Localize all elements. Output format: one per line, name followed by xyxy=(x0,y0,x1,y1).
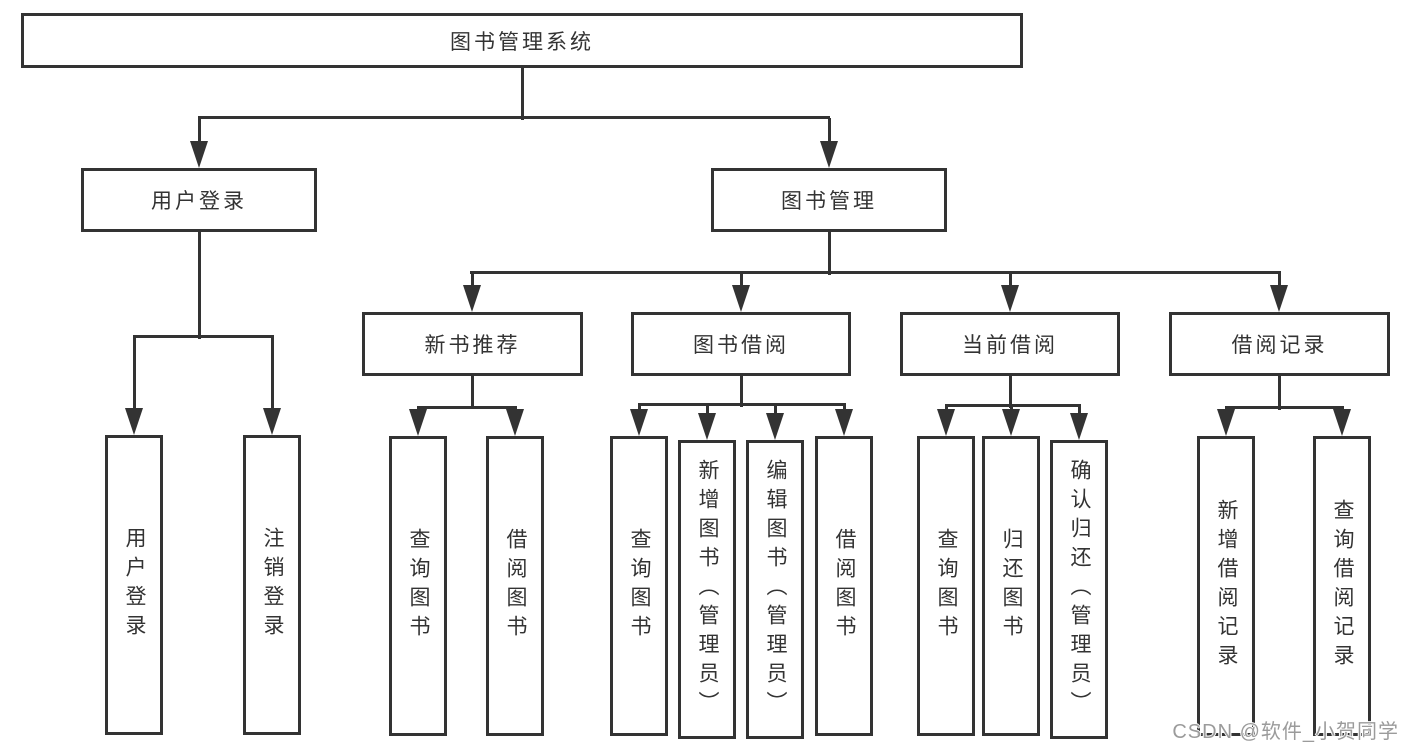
connector-arrow-shaft xyxy=(271,337,274,413)
node-leaf-return-books: 归还图书 xyxy=(982,436,1040,736)
arrowhead-down-icon xyxy=(506,409,524,436)
node-book-management: 图书管理 xyxy=(711,168,947,232)
node-leaf-user-login: 用户登录 xyxy=(105,435,163,735)
node-label-user-login: 用户登录 xyxy=(151,190,247,213)
arrowhead-down-icon xyxy=(1217,409,1235,436)
node-leaf-query-books-3: 查询图书 xyxy=(917,436,975,736)
connector-vline xyxy=(1009,376,1012,408)
node-leaf-add-book-admin: 新增图书（管理员） xyxy=(678,440,736,739)
arrowhead-down-icon xyxy=(1001,285,1019,312)
node-current-borrowing: 当前借阅 xyxy=(900,312,1120,376)
node-leaf-query-books-1: 查询图书 xyxy=(389,436,447,736)
node-new-book-recommendation: 新书推荐 xyxy=(362,312,583,376)
connector-arrow-shaft xyxy=(198,118,201,146)
node-label-leaf-logout: 注销登录 xyxy=(261,527,284,643)
connector-vline xyxy=(1278,376,1281,410)
arrowhead-down-icon xyxy=(409,409,427,436)
arrowhead-down-icon xyxy=(463,285,481,312)
connector-arrow-shaft xyxy=(774,405,777,418)
arrowhead-down-icon xyxy=(732,285,750,312)
watermark-text: CSDN @软件_小贺同学 xyxy=(1172,721,1399,743)
connector-hline xyxy=(417,406,517,409)
node-label-leaf-query-books-1: 查询图书 xyxy=(407,528,430,644)
arrowhead-down-icon xyxy=(698,413,716,440)
arrowhead-down-icon xyxy=(820,141,838,168)
node-leaf-edit-book-admin: 编辑图书（管理员） xyxy=(746,440,804,739)
arrowhead-down-icon xyxy=(835,409,853,436)
node-label-leaf-user-login: 用户登录 xyxy=(123,527,146,643)
node-label-leaf-return-books: 归还图书 xyxy=(1000,528,1023,644)
node-leaf-confirm-return-admin: 确认归还（管理员） xyxy=(1050,440,1108,739)
connector-arrow-shaft xyxy=(133,337,136,413)
connector-hline xyxy=(198,116,830,119)
connector-vline xyxy=(198,232,201,339)
connector-arrow-shaft xyxy=(471,273,474,290)
connector-vline xyxy=(471,376,474,409)
connector-arrow-shaft xyxy=(706,405,709,418)
node-leaf-logout: 注销登录 xyxy=(243,435,301,735)
connector-hline xyxy=(945,404,1081,407)
connector-arrow-shaft xyxy=(828,118,831,146)
node-leaf-query-books-2: 查询图书 xyxy=(610,436,668,736)
node-label-leaf-query-books-3: 查询图书 xyxy=(935,528,958,644)
node-library-management-system: 图书管理系统 xyxy=(21,13,1023,68)
node-label-new-book-recommendation: 新书推荐 xyxy=(424,334,521,357)
arrowhead-down-icon xyxy=(937,409,955,436)
connector-hline xyxy=(470,271,1281,274)
arrowhead-down-icon xyxy=(1002,409,1020,436)
arrowhead-down-icon xyxy=(1333,409,1351,436)
node-label-leaf-add-borrow-record: 新增借阅记录 xyxy=(1215,499,1238,673)
node-label-book-borrowing: 图书借阅 xyxy=(693,334,789,357)
arrowhead-down-icon xyxy=(630,409,648,436)
connector-arrow-shaft xyxy=(1078,406,1081,418)
connector-vline xyxy=(521,68,524,120)
arrowhead-down-icon xyxy=(766,413,784,440)
node-label-leaf-edit-book-admin: 编辑图书（管理员） xyxy=(764,459,787,720)
node-label-current-borrowing: 当前借阅 xyxy=(962,334,1058,357)
node-label-leaf-confirm-return-admin: 确认归还（管理员） xyxy=(1068,459,1091,720)
node-leaf-query-borrow-record: 查询借阅记录 xyxy=(1313,436,1371,736)
node-label-leaf-add-book-admin: 新增图书（管理员） xyxy=(696,459,719,720)
connector-arrow-shaft xyxy=(1009,273,1012,290)
node-book-borrowing: 图书借阅 xyxy=(631,312,851,376)
connector-vline xyxy=(740,376,743,407)
connector-hline xyxy=(638,403,846,406)
connector-hline xyxy=(1225,406,1344,409)
node-leaf-add-borrow-record: 新增借阅记录 xyxy=(1197,436,1255,736)
arrowhead-down-icon xyxy=(1270,285,1288,312)
node-label-leaf-borrow-books-1: 借阅图书 xyxy=(504,528,527,644)
node-leaf-borrow-books-2: 借阅图书 xyxy=(815,436,873,736)
node-leaf-borrow-books-1: 借阅图书 xyxy=(486,436,544,736)
node-label-library-management-system: 图书管理系统 xyxy=(450,30,594,54)
arrowhead-down-icon xyxy=(1070,413,1088,440)
node-label-leaf-query-books-2: 查询图书 xyxy=(628,528,651,644)
node-user-login: 用户登录 xyxy=(81,168,317,232)
arrowhead-down-icon xyxy=(125,408,143,435)
connector-hline xyxy=(133,335,274,338)
connector-vline xyxy=(828,232,831,275)
node-label-borrowing-records: 借阅记录 xyxy=(1231,334,1328,357)
node-label-book-management: 图书管理 xyxy=(781,190,877,213)
connector-arrow-shaft xyxy=(1278,273,1281,290)
arrowhead-down-icon xyxy=(263,408,281,435)
node-borrowing-records: 借阅记录 xyxy=(1169,312,1390,376)
node-label-leaf-borrow-books-2: 借阅图书 xyxy=(833,528,856,644)
node-label-leaf-query-borrow-record: 查询借阅记录 xyxy=(1331,499,1354,673)
connector-arrow-shaft xyxy=(740,273,743,290)
arrowhead-down-icon xyxy=(190,141,208,168)
